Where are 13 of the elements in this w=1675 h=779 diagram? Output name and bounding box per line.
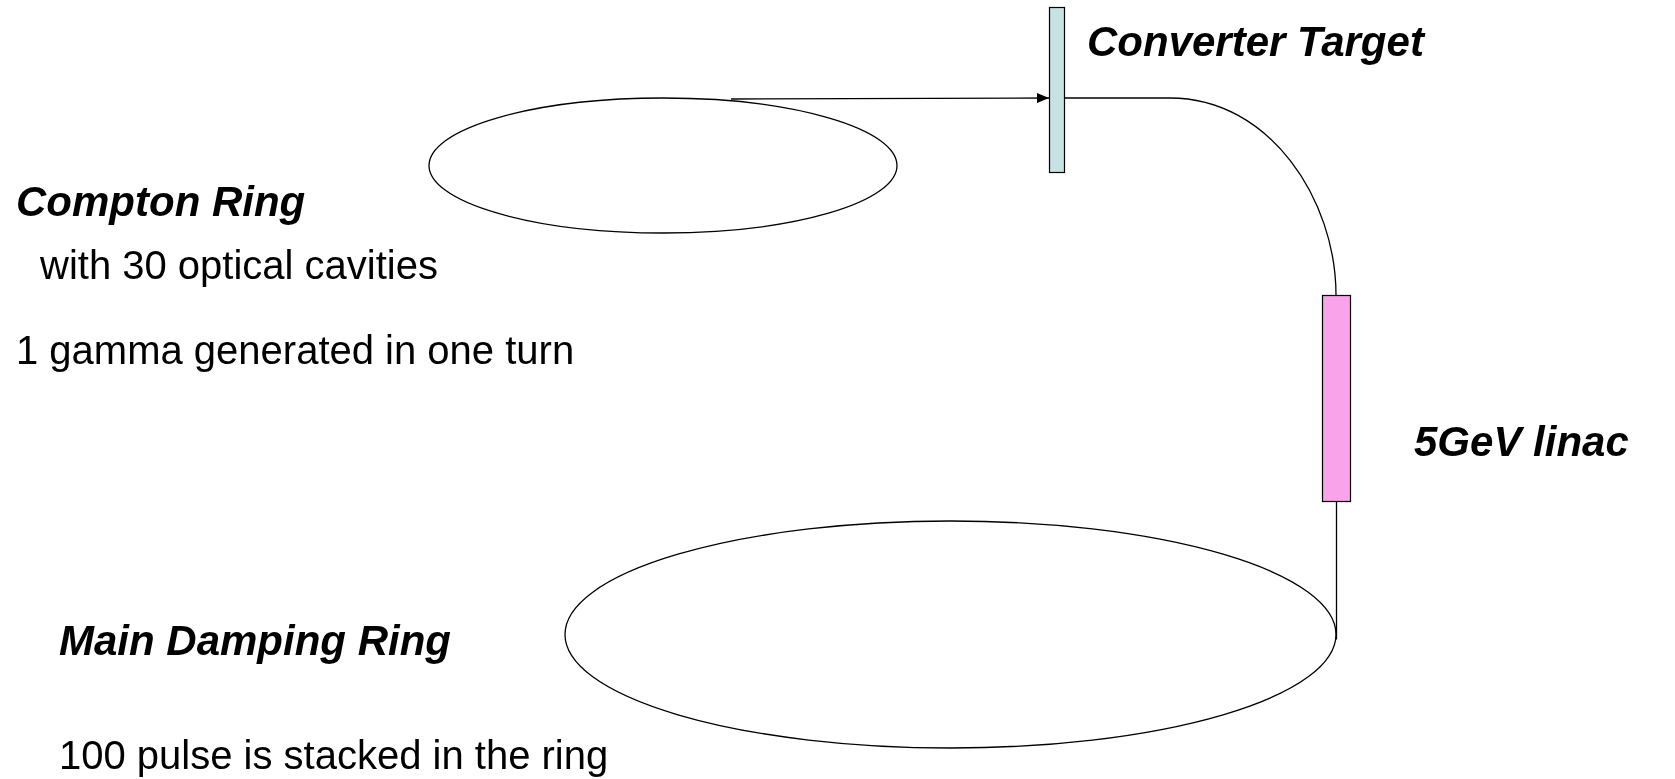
arrow — [730, 93, 1050, 104]
component-label: Converter Target — [1087, 18, 1424, 66]
beam-component-bar — [1322, 295, 1351, 502]
component-label: 5GeV linac — [1414, 418, 1629, 466]
component-label: Main Damping Ring — [59, 617, 451, 665]
component-label: Compton Ring — [16, 178, 306, 226]
beam-component-bar — [1049, 7, 1065, 173]
connector-line — [1064, 97, 1337, 296]
note-text: 100 pulse is stacked in the ring — [59, 732, 609, 778]
connector-line — [1335, 501, 1338, 641]
note-text: 1 gamma generated in one turn — [16, 327, 575, 373]
note-text: with 30 optical cavities — [40, 242, 438, 288]
ring-ellipse — [429, 98, 897, 233]
